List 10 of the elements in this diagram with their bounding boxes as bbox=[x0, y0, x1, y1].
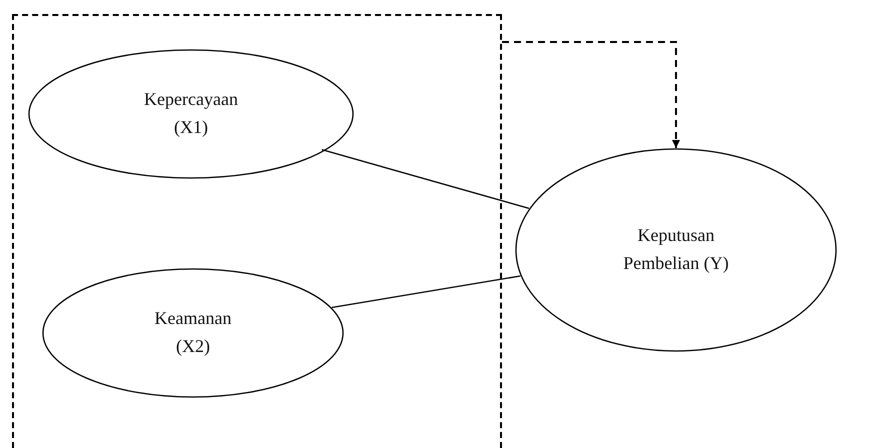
connector-line bbox=[322, 149, 530, 209]
variable-ellipse bbox=[515, 148, 837, 352]
dashed-frame bbox=[12, 14, 502, 448]
variable-label: Keamanan (X2) bbox=[154, 307, 232, 358]
variable-label: Keputusan Pembelian (Y) bbox=[622, 224, 730, 275]
connector-line bbox=[332, 275, 520, 308]
dashed-arrow bbox=[502, 41, 680, 148]
variable-ellipse bbox=[28, 49, 354, 179]
variable-label: Kepercayaan (X1) bbox=[143, 88, 239, 139]
variable-ellipse bbox=[42, 268, 344, 398]
